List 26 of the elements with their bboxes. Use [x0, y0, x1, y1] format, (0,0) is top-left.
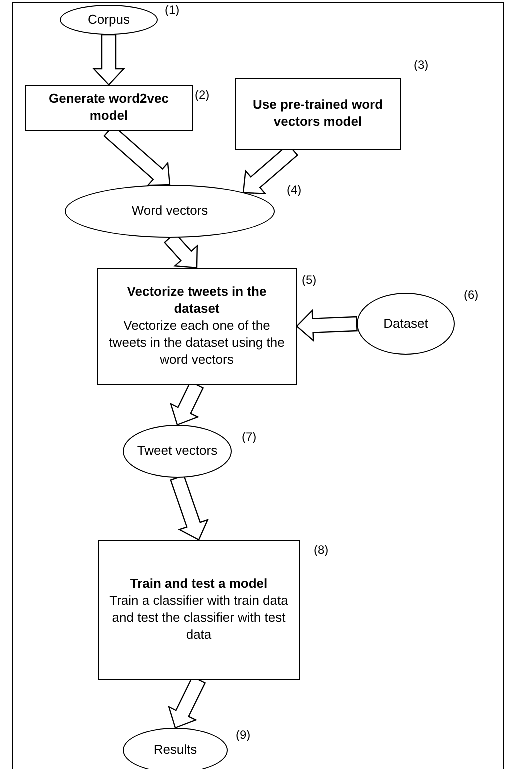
node-label: Dataset [384, 316, 428, 332]
step-number: (8) [314, 543, 329, 557]
process-box [98, 540, 300, 680]
box-description: Train a classifier with train data and test the classifier with test data [108, 593, 290, 644]
node-label: Word vectors [132, 203, 208, 220]
step-number: (7) [242, 430, 257, 444]
box-heading: Train and test a model [130, 576, 268, 594]
process-box [97, 268, 297, 385]
box-description: Vectorize each one of the tweets in the dataset using the word vectors [108, 318, 286, 369]
process-box [25, 85, 193, 131]
step-number: (4) [287, 183, 302, 197]
block-arrow [92, 34, 126, 86]
block-arrow [296, 309, 358, 342]
step-number: (9) [236, 728, 251, 742]
box-heading: Vectorize tweets in the dataset [126, 284, 268, 318]
node-label: Results [154, 742, 198, 759]
step-number: (1) [165, 3, 180, 17]
process-box [235, 78, 401, 150]
node-label: Use pre-trained word vectors model [252, 97, 384, 131]
step-number: (6) [464, 288, 479, 302]
node-label: Corpus [88, 12, 130, 28]
step-number: (3) [414, 58, 429, 72]
node-label: Generate word2vec model [48, 91, 170, 125]
node-label: Tweet vectors [137, 443, 218, 460]
step-number: (2) [195, 88, 210, 102]
step-number: (5) [302, 273, 317, 287]
